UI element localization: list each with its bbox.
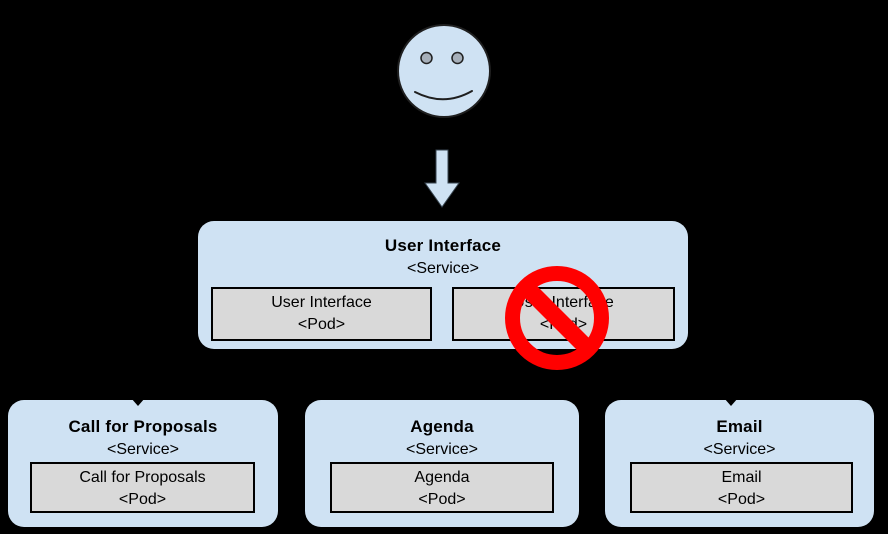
service-box-call-for-proposals: Call for Proposals <Service> Call for Pr… bbox=[8, 400, 278, 527]
service-box-agenda: Agenda <Service> Agenda <Pod> bbox=[305, 400, 579, 527]
smile bbox=[414, 90, 473, 101]
pod-type-label: <Pod> bbox=[717, 491, 766, 508]
ui-service-box: User Interface <Service> User Interface … bbox=[198, 221, 688, 349]
pod-email: Email <Pod> bbox=[630, 462, 853, 513]
pod-title: Email bbox=[721, 469, 762, 486]
service-box-email: Email <Service> Email <Pod> bbox=[605, 400, 874, 527]
ui-pod-1-type-label: <Pod> bbox=[297, 316, 346, 333]
service-type-label: <Service> bbox=[405, 441, 479, 458]
ui-service-type-label: <Service> bbox=[406, 260, 480, 277]
pod-agenda: Agenda <Pod> bbox=[330, 462, 554, 513]
pod-type-label: <Pod> bbox=[418, 491, 466, 508]
down-arrow-icon bbox=[424, 149, 460, 208]
service-title: Call for Proposals bbox=[68, 417, 218, 436]
ui-pod-2: User Interface <Pod> bbox=[452, 287, 675, 341]
smiley-face-icon bbox=[397, 24, 491, 118]
service-title: Agenda bbox=[410, 417, 474, 436]
pod-title: Call for Proposals bbox=[79, 469, 206, 486]
pod-call-for-proposals: Call for Proposals <Pod> bbox=[30, 462, 255, 513]
pod-type-label: <Pod> bbox=[118, 491, 167, 508]
ui-service-title: User Interface bbox=[384, 236, 502, 255]
service-type-label: <Service> bbox=[106, 441, 180, 458]
right-eye bbox=[451, 51, 464, 65]
pod-title: Agenda bbox=[414, 469, 470, 486]
ui-pod-2-title: User Interface bbox=[513, 294, 614, 311]
ui-pod-2-type-label: <Pod> bbox=[539, 316, 588, 333]
service-type-label: <Service> bbox=[703, 441, 776, 458]
service-title: Email bbox=[716, 417, 763, 436]
left-eye bbox=[420, 51, 433, 65]
ui-pod-1: User Interface <Pod> bbox=[211, 287, 432, 341]
ui-pod-1-title: User Interface bbox=[271, 294, 372, 311]
